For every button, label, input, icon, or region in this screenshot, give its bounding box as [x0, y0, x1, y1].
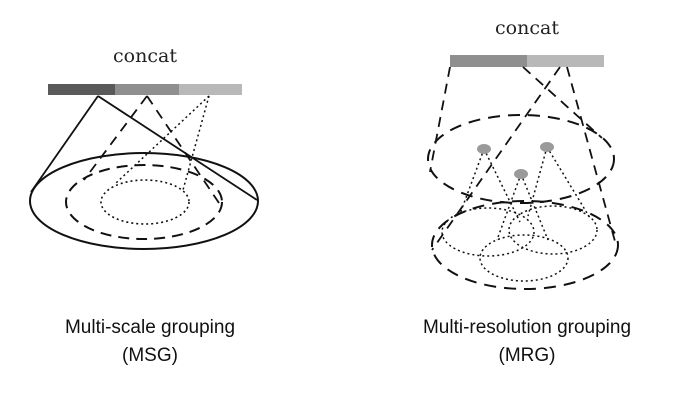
mrg-point3-line-right: [520, 173, 549, 241]
msg-concat-bar-segment-2: [115, 84, 179, 95]
mrg-lower-level-ellipse: [431, 200, 619, 290]
msg-concat-label: concat: [113, 45, 177, 67]
mrg-concat-bar-segment-2: [527, 55, 604, 67]
msg-outer-cone-line-right: [97, 95, 258, 201]
mrg-subregion-ellipse-right: [508, 205, 598, 255]
msg-middle-cone-line-left: [83, 95, 148, 181]
mrg-point3-line-left: [496, 173, 522, 241]
msg-concat-bar-segment-1: [48, 84, 115, 95]
mrg-centroid-point-2: [540, 142, 554, 152]
msg-inner-cone-line-right: [182, 95, 210, 191]
msg-caption: Multi-scale grouping (MSG): [0, 314, 300, 370]
msg-outer-cone-line-left: [30, 95, 99, 193]
msg-caption-abbrev: (MSG): [122, 345, 178, 366]
mrg-lower-cone-line-left: [431, 66, 561, 251]
mrg-point2-line-right: [546, 146, 591, 219]
mrg-point1-line-right: [483, 148, 521, 223]
mrg-caption-abbrev: (MRG): [498, 345, 556, 366]
mrg-upper-cone-line-right: [522, 66, 603, 139]
mrg-concat-bar-segment-1: [450, 55, 527, 67]
mrg-caption: Multi-resolution grouping (MRG): [377, 314, 677, 370]
mrg-caption-title: Multi-resolution grouping: [422, 317, 632, 338]
mrg-centroid-point-3: [514, 169, 528, 179]
msg-outer-scale-ellipse: [29, 152, 259, 250]
mrg-upper-level-ellipse: [427, 114, 615, 204]
mrg-subregion-ellipse-left: [441, 207, 535, 257]
mrg-upper-cone-line-left: [429, 66, 451, 173]
msg-middle-cone-line-right: [146, 95, 222, 207]
msg-diagram: concat: [29, 45, 259, 250]
mrg-point2-line-left: [527, 146, 548, 217]
msg-middle-scale-ellipse: [65, 164, 223, 240]
mrg-subregion-ellipse-bottom: [479, 234, 569, 282]
mrg-centroid-point-1: [477, 144, 491, 154]
mrg-concat-label: concat: [495, 17, 559, 39]
mrg-diagram: concat: [427, 17, 619, 290]
msg-caption-title: Multi-scale grouping: [64, 317, 236, 338]
msg-inner-scale-ellipse: [100, 179, 190, 225]
msg-concat-bar-segment-3: [179, 84, 242, 95]
msg-inner-cone-line-left: [115, 95, 210, 184]
mrg-point1-line-left: [459, 148, 485, 215]
mrg-lower-cone-line-right: [566, 66, 617, 246]
